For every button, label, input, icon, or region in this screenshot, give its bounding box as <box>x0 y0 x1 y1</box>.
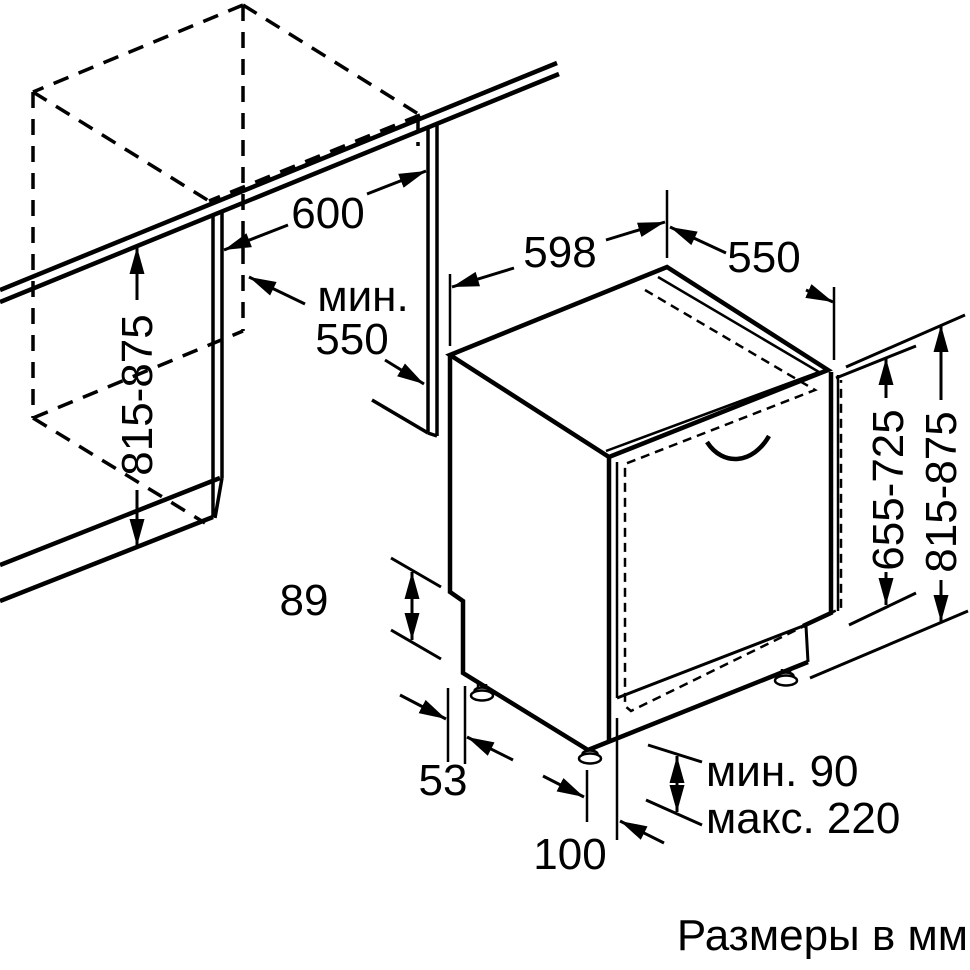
tall-side-panel <box>371 123 439 438</box>
base-height-label: 89 <box>280 576 329 625</box>
dim-niche-height: 815-875 <box>113 247 162 546</box>
niche-depth-min-label: мин. <box>317 272 408 321</box>
dim-base-inset: 53 <box>399 693 514 805</box>
dishwasher-body <box>445 264 843 765</box>
floor-lines <box>0 475 221 604</box>
front-offset-label: 100 <box>533 830 606 879</box>
niche-depth-value-label: 550 <box>315 315 388 364</box>
dim-appliance-height: 815-875 <box>917 325 966 622</box>
units-note: Размеры в мм <box>677 911 968 960</box>
dim-appliance-depth: 550 <box>669 225 834 304</box>
dim-appliance-width: 598 <box>451 220 666 289</box>
dishwasher-door-dashed-outline <box>623 288 843 713</box>
plinth-min-label: мин. 90 <box>706 747 859 796</box>
dim-niche-width: 600 <box>223 169 427 252</box>
niche-side-wall <box>211 212 224 519</box>
leveling-foot <box>469 682 495 702</box>
dim-base-height: 89 <box>280 556 442 661</box>
extension-lines <box>446 190 836 840</box>
appliance-depth-label: 550 <box>727 233 800 282</box>
niche-width-label: 600 <box>291 189 364 238</box>
countertop-lines <box>0 60 560 305</box>
appliance-width-label: 598 <box>523 228 596 277</box>
appliance-height-label: 815-875 <box>917 411 966 572</box>
door-handle <box>705 434 771 462</box>
door-height-label: 655-725 <box>864 409 913 570</box>
reference-lines-right <box>809 313 969 680</box>
dim-niche-depth: мин. 550 <box>248 272 425 386</box>
plinth-max-label: макс. 220 <box>706 794 900 843</box>
dim-front-offset: 100 <box>533 774 665 879</box>
dim-door-height: 655-725 <box>864 358 913 605</box>
leveling-foot <box>577 745 603 765</box>
base-inset-label: 53 <box>419 756 468 805</box>
dim-plinth-height: мин. 90 макс. 220 <box>645 743 900 843</box>
niche-height-label: 815-875 <box>113 314 162 475</box>
